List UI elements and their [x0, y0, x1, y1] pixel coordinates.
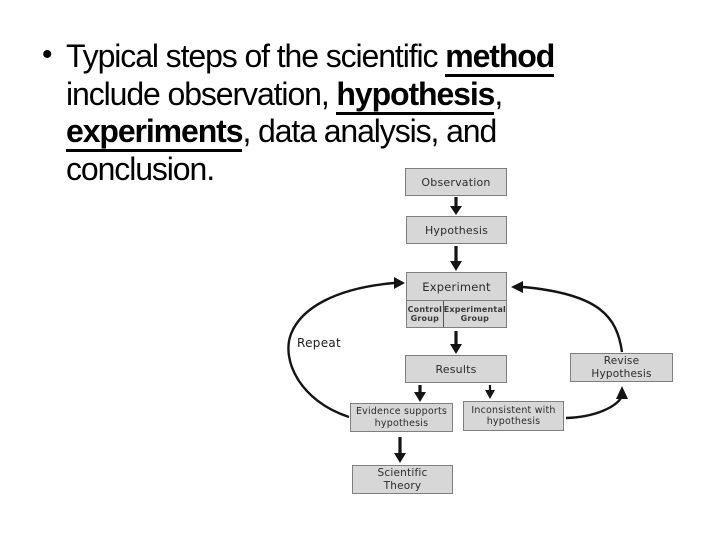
node-inconsistent-with-hypothesis: Inconsistent with hypothesis: [463, 401, 564, 431]
node-experiment: Experiment: [406, 272, 507, 301]
node-experiment-groups: Control Group Experimental Group: [406, 300, 507, 328]
arrow-results-to-inconsistent: [485, 385, 495, 399]
bullet-line-3: experiments, data analysis, and: [66, 113, 666, 152]
emphasized-word-hypothesis: hypothesis: [336, 75, 495, 115]
bullet-text: Typical steps of the scientific method i…: [66, 38, 666, 188]
arrow-evidence-to-theory: [394, 437, 406, 463]
node-control-group: Control Group: [407, 301, 444, 327]
arrow-hypothesis-to-experiment: [450, 246, 462, 271]
node-results: Results: [405, 355, 507, 383]
bullet-line-1: Typical steps of the scientific method: [66, 38, 666, 77]
repeat-label: Repeat: [297, 336, 342, 350]
node-evidence-supports-hypothesis: Evidence supports hypothesis: [350, 403, 453, 432]
bullet-line-4: conclusion.: [66, 151, 666, 189]
node-revise-hypothesis: Revise Hypothesis: [570, 353, 673, 382]
bullet-line-2: include observation, hypothesis,: [66, 75, 666, 115]
text-segment: Typical steps of the scientific: [66, 38, 446, 74]
text-segment: conclusion.: [66, 150, 215, 187]
arrow-results-to-evidence: [414, 385, 426, 402]
node-experimental-group: Experimental Group: [443, 304, 506, 323]
emphasized-word-experiments: experiments: [66, 113, 244, 152]
arrow-inconsistent-to-revise: [565, 386, 628, 420]
arrow-experiment-to-results: [450, 331, 462, 354]
bullet-icon: •: [42, 38, 53, 71]
emphasized-word-method: method: [445, 38, 555, 77]
text-segment: include observation,: [66, 75, 337, 112]
arrow-observation-to-hypothesis: [450, 197, 462, 215]
node-observation: Observation: [405, 168, 507, 196]
arrow-revise-to-experiment: [511, 281, 624, 353]
node-hypothesis: Hypothesis: [406, 216, 507, 244]
text-segment: , data analysis, and: [242, 113, 497, 149]
node-scientific-theory: Scientific Theory: [352, 465, 453, 494]
text-segment: ,: [494, 75, 503, 112]
